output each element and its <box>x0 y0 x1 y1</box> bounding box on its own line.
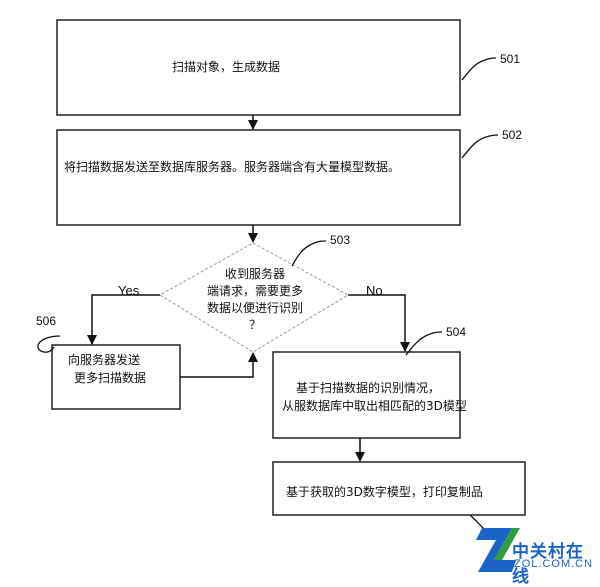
branch-label-yes: Yes <box>118 283 140 298</box>
box-502 <box>56 129 461 226</box>
node-503-line-1: 收到服务器 <box>224 267 285 281</box>
node-503-line-3: 数据以便进行识别 <box>206 301 303 315</box>
zol-logo-icon <box>476 528 520 572</box>
leader-506 <box>37 335 61 353</box>
node-506-line-1: 向服务器发送 <box>68 353 141 367</box>
node-503-line-4: ？ <box>248 318 261 332</box>
arrow-no-to-504 <box>348 294 410 352</box>
node-504-text: 基于扫描数据的识别情况， 从服数据库中取出相匹配的3D模型 <box>282 379 467 415</box>
node-503-text: 收到服务器 端请求，需要更多 数据以便进行识别 ？ <box>185 266 325 334</box>
node-504-line-2: 从服数据库中取出相匹配的3D模型 <box>282 399 467 413</box>
node-501-text: 扫描对象，生成数据 <box>172 60 281 74</box>
node-506-text: 向服务器发送 更多扫描数据 <box>68 351 146 387</box>
arrow-yes-to-506 <box>87 294 160 345</box>
node-506-line-2: 更多扫描数据 <box>74 371 147 385</box>
watermark-brand-en: ZOL.COM.CN <box>514 558 594 570</box>
ref-504: 504 <box>446 325 467 339</box>
box-505 <box>272 461 526 516</box>
leader-503 <box>291 240 327 267</box>
node-503-line-2: 端请求，需要更多 <box>206 284 303 298</box>
leader-504 <box>405 331 443 356</box>
ref-506: 506 <box>36 314 57 328</box>
node-502-text: 将扫描数据发送至数据库服务器。服务器端含有大量模型数据。 <box>64 160 401 174</box>
ref-501: 501 <box>500 52 521 66</box>
box-501 <box>56 19 461 116</box>
box-504 <box>272 351 461 439</box>
arrow-506-to-503 <box>180 352 258 378</box>
leader-501 <box>461 57 497 81</box>
ref-502: 502 <box>502 128 523 142</box>
ref-503: 503 <box>330 233 351 247</box>
decision-503 <box>159 242 350 353</box>
node-505-text: 基于获取的3D数字模型，打印复制品 <box>286 485 483 499</box>
node-504-line-1: 基于扫描数据的识别情况， <box>296 381 441 395</box>
leader-502 <box>461 134 499 159</box>
branch-label-no: No <box>366 283 383 298</box>
